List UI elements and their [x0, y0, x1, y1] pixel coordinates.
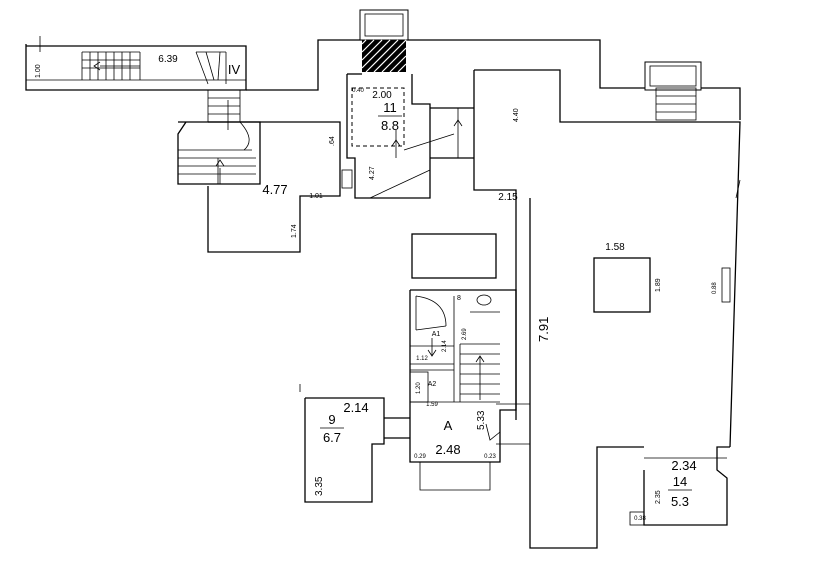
chimney-right — [644, 61, 702, 121]
room-11-area: 8.8 — [381, 118, 399, 133]
dim-1-89: 1.89 — [655, 278, 662, 292]
dim-1-58: 1.58 — [605, 242, 625, 253]
dim-1-12: 1.12 — [416, 356, 428, 362]
dim-1-20: 1.20 — [416, 382, 422, 394]
dim-4-27: 4.27 — [369, 166, 376, 180]
room-9-area: 6.7 — [323, 430, 341, 445]
room-14-area: 5.3 — [671, 494, 689, 509]
dim-0-29: 0.29 — [414, 454, 426, 460]
room-a-details — [409, 294, 501, 441]
dim-4-40: 4.40 — [513, 108, 520, 122]
dim-5-33: 5.33 — [476, 410, 487, 430]
dim-1-74: 1.74 — [291, 224, 298, 238]
stair-middle — [177, 90, 261, 185]
dim-0-88: 0.88 — [712, 282, 718, 294]
hall-details — [496, 179, 741, 526]
chimney-top — [359, 9, 409, 73]
room-14-number: 14 — [673, 474, 687, 489]
room-11-number: 11 — [383, 100, 397, 115]
room-labels: 11 8.8 9 6.7 14 5.3 A 2.48 A1 A2 8 IV — [228, 62, 692, 509]
outer-walls — [25, 39, 741, 549]
dim-1-59: 1.59 — [426, 402, 438, 408]
dim-2-15: 2.15 — [498, 192, 518, 203]
dim-1-00: 1.00 — [35, 64, 42, 78]
dim-0-64: .64 — [329, 136, 336, 146]
room-11-details — [341, 87, 463, 199]
room-iv-number: IV — [228, 62, 241, 77]
room-a-number: A — [444, 418, 453, 433]
dim-1-01: 1.01 — [309, 193, 323, 200]
stair-top-left — [26, 36, 246, 85]
dim-2-00: 2.00 — [372, 90, 392, 101]
room-a-area: 2.48 — [435, 442, 460, 457]
dim-6-39: 6.39 — [158, 54, 178, 65]
dim-3-35: 3.35 — [314, 476, 325, 496]
dim-2-14b: 2.14 — [442, 340, 448, 352]
room-a1-number: A1 — [432, 331, 441, 338]
dim-0-40: 0.40 — [352, 88, 364, 94]
room-a2-number: A2 — [428, 381, 437, 388]
dim-2-14: 2.14 — [343, 400, 368, 415]
room-9-number: 9 — [328, 412, 335, 427]
dim-0-38: 0.38 — [634, 516, 646, 522]
dim-4-77: 4.77 — [262, 182, 287, 197]
dimension-labels: 1.00 6.39 2.00 0.40 4.40 .64 4.27 4.77 1… — [35, 54, 718, 522]
dim-2-69: 2.69 — [462, 328, 468, 340]
dim-7-91: 7.91 — [536, 317, 551, 342]
room-8-number: 8 — [457, 295, 461, 302]
dim-2-35: 2.35 — [655, 490, 662, 504]
dim-0-23: 0.23 — [484, 454, 496, 460]
dim-2-34: 2.34 — [671, 458, 696, 473]
